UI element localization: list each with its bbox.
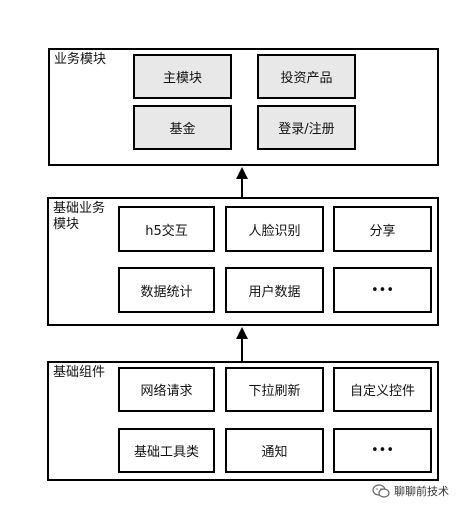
module-investment-products: 投资产品 <box>257 54 356 99</box>
watermark: 聊聊前技术 <box>372 483 449 499</box>
module-base-tools: 基础工具类 <box>118 428 215 473</box>
watermark-text: 聊聊前技术 <box>394 485 449 498</box>
module-pull-refresh: 下拉刷新 <box>225 367 324 412</box>
components-layer-title: 基础组件 <box>53 365 106 380</box>
arrow-shaft-top <box>241 178 243 197</box>
arrow-shaft-bottom <box>241 338 243 361</box>
module-custom-controls: 自定义控件 <box>333 367 432 412</box>
base-business-layer-title: 基础业务 模块 <box>53 201 106 232</box>
module-more-business: ••• <box>333 267 432 313</box>
module-notification: 通知 <box>225 428 324 473</box>
module-network-request: 网络请求 <box>118 367 215 412</box>
module-login-register: 登录/注册 <box>257 105 356 150</box>
module-fund: 基金 <box>133 105 232 150</box>
module-main: 主模块 <box>133 54 232 99</box>
business-layer: 业务模块 <box>48 48 439 166</box>
module-user-data: 用户数据 <box>225 267 324 313</box>
arrow-head-bottom <box>236 327 248 339</box>
module-more-components: ••• <box>333 428 432 473</box>
module-data-statistics: 数据统计 <box>118 267 215 313</box>
wechat-icon <box>372 484 390 498</box>
module-h5-interaction: h5交互 <box>118 206 215 252</box>
business-layer-title: 业务模块 <box>54 52 107 67</box>
module-face-recognition: 人脸识别 <box>225 206 324 252</box>
arrow-head-top <box>236 167 248 179</box>
module-share: 分享 <box>333 206 432 252</box>
